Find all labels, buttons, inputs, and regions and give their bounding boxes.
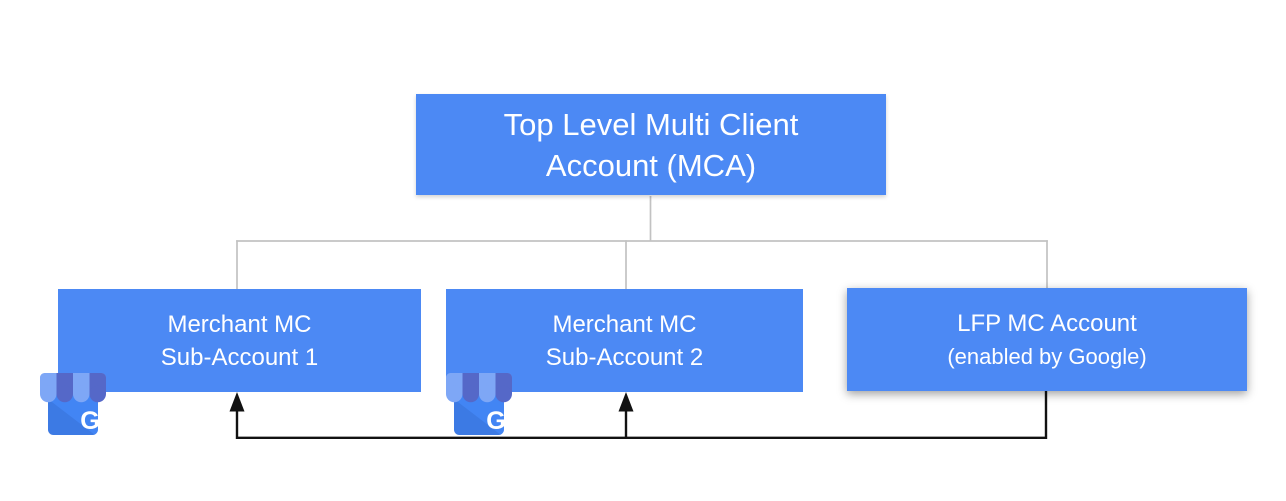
mca-node: Top Level Multi Client Account (MCA) bbox=[416, 94, 886, 195]
google-business-icon: G bbox=[446, 373, 512, 435]
storefront-awning bbox=[40, 373, 106, 403]
lfp-mc-account-node: LFP MC Account (enabled by Google) bbox=[847, 288, 1247, 391]
storefront-awning bbox=[446, 373, 512, 403]
node-label-line2: Sub-Account 2 bbox=[545, 343, 704, 371]
tree-connector bbox=[236, 196, 1048, 289]
storefront-body bbox=[48, 391, 98, 435]
storefront-body bbox=[454, 391, 504, 435]
mca-node-label-line1: Top Level Multi Client bbox=[503, 106, 799, 142]
node-label-line2: (enabled by Google) bbox=[947, 343, 1147, 369]
node-label-line1: LFP MC Account bbox=[957, 309, 1137, 337]
merchant-sub-account-2-node: Merchant MC Sub-Account 2 bbox=[446, 289, 803, 392]
mca-node-label-line2: Account (MCA) bbox=[545, 147, 757, 183]
google-g-letter: G bbox=[486, 407, 505, 435]
google-business-icon: G bbox=[40, 373, 106, 435]
node-label-line1: Merchant MC bbox=[167, 310, 312, 338]
google-g-letter: G bbox=[80, 407, 99, 435]
lfp-feedback-arrow bbox=[229, 390, 1048, 439]
node-label-line2: Sub-Account 1 bbox=[160, 343, 319, 371]
arrowhead-sub-account-1 bbox=[229, 392, 245, 412]
merchant-sub-account-1-node: Merchant MC Sub-Account 1 bbox=[58, 289, 421, 392]
node-label-line1: Merchant MC bbox=[552, 310, 697, 338]
arrowhead-sub-account-2 bbox=[618, 392, 634, 412]
lfp-arrow-main-path bbox=[235, 390, 1048, 439]
